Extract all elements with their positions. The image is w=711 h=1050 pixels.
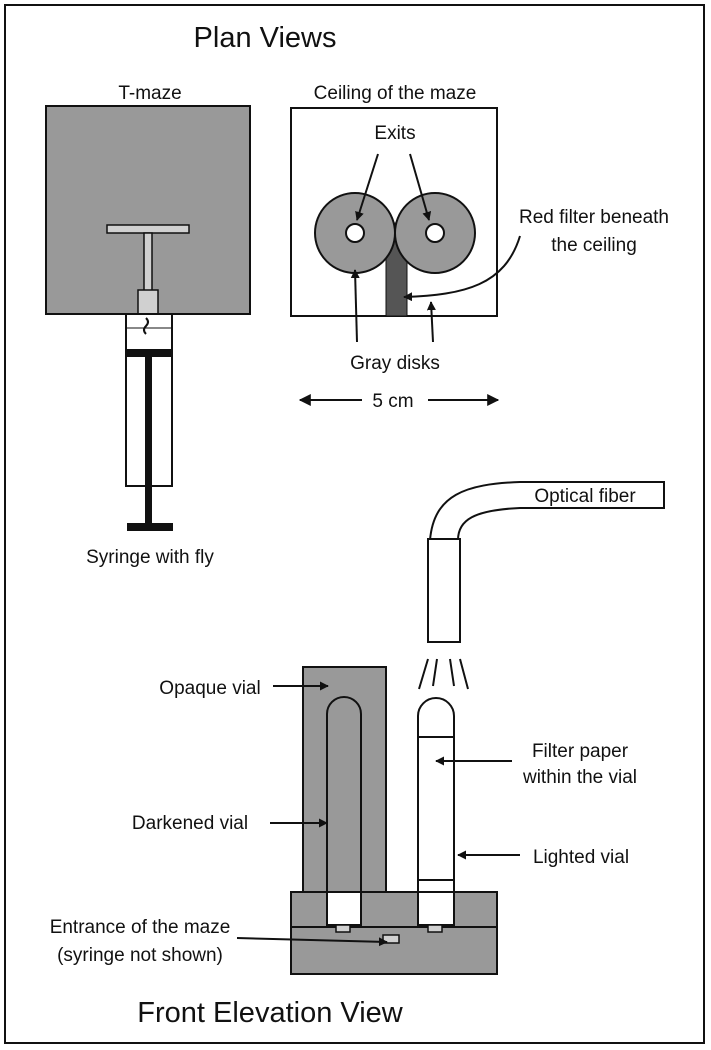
red-filter-label-line2: the ceiling (551, 235, 637, 256)
exit-hole-left (345, 223, 365, 243)
figure-border (4, 4, 705, 1044)
entrance-label-line2: (syringe not shown) (57, 945, 223, 966)
maze-base-top (290, 891, 498, 928)
exit-arrow-right (409, 153, 432, 221)
tmaze-entrance-chamber (137, 289, 159, 315)
exit-arrow-left (355, 153, 379, 221)
syringe-plunger-head (126, 349, 172, 357)
front-elevation-title: Front Elevation View (137, 997, 403, 1029)
opaque-vial-label: Opaque vial (159, 678, 260, 699)
opaque-vial-body (302, 666, 387, 893)
red-filter-label-line1: Red filter beneath (519, 207, 669, 228)
exits-label: Exits (374, 123, 415, 144)
tmaze-label: T-maze (118, 83, 181, 104)
lighted-vial-body (417, 697, 455, 926)
syringe-label: Syringe with fly (86, 547, 214, 568)
maze-chamber-left (326, 891, 362, 926)
gray-disk-arrow-right (426, 301, 436, 343)
light-rays (418, 658, 469, 690)
maze-connector-right (427, 924, 443, 933)
gray-disk-arrow-left (350, 269, 360, 343)
optical-fiber (418, 481, 665, 690)
darkened-vial-label: Darkened vial (132, 813, 248, 834)
syringe-plunger-rod (145, 357, 152, 525)
fly-icon (143, 317, 149, 335)
tmaze-stem (143, 232, 153, 292)
plan-views-title: Plan Views (194, 22, 337, 54)
opaque-vial (302, 666, 387, 893)
optical-fiber-tip (427, 538, 461, 643)
maze-base-bottom (290, 926, 498, 975)
syringe-plunger-handle (127, 523, 173, 531)
gray-disks-label: Gray disks (350, 353, 440, 374)
filter-paper-label-line1: Filter paper (532, 741, 629, 762)
lighted-vial (417, 697, 455, 926)
tmaze-plan (45, 105, 251, 315)
maze-base (290, 891, 498, 975)
maze-chamber-right (417, 891, 455, 926)
ceiling-plan (290, 107, 498, 317)
red-filter-arrow (403, 235, 521, 302)
ceiling-label: Ceiling of the maze (314, 83, 477, 104)
filter-paper-label-line2: within the vial (522, 767, 637, 788)
entrance-label-line1: Entrance of the maze (50, 917, 231, 938)
syringe (125, 313, 173, 531)
maze-connector-left (335, 924, 351, 933)
scale-label: 5 cm (372, 391, 413, 412)
entrance-arrow (236, 937, 388, 947)
exit-hole-right (425, 223, 445, 243)
darkened-vial (326, 696, 362, 892)
optical-fiber-cable (428, 481, 665, 541)
optical-fiber-label: Optical fiber (534, 486, 636, 507)
lighted-vial-label: Lighted vial (533, 847, 629, 868)
tmaze-crossbar (106, 224, 190, 234)
